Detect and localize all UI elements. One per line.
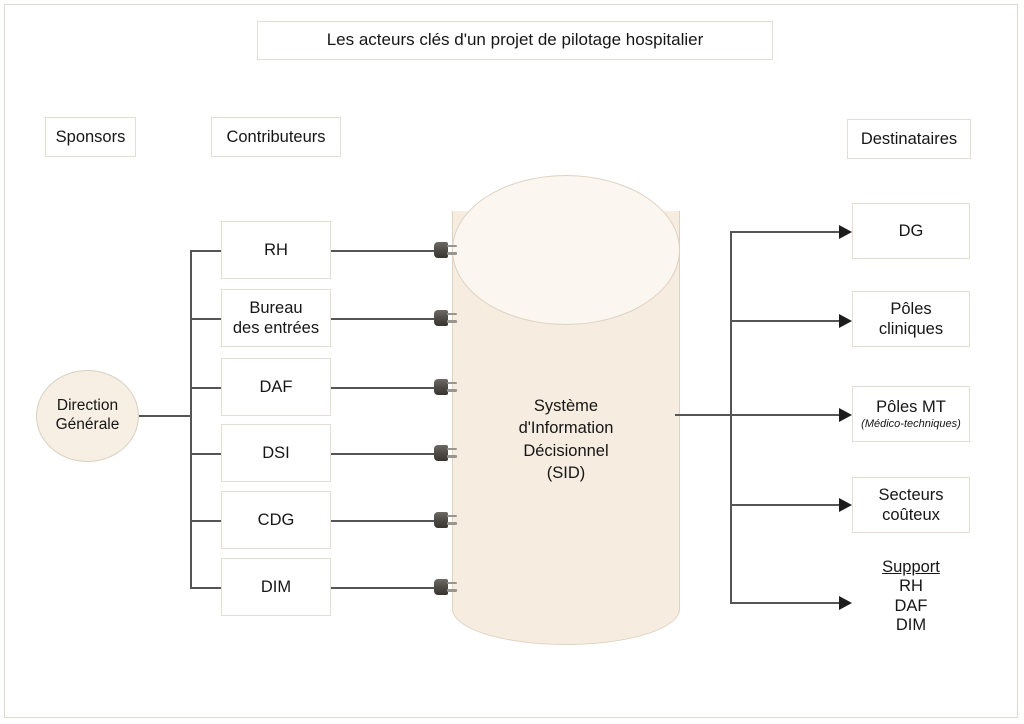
- plug-connector-icon-1: [434, 240, 457, 260]
- recipient-label-secteurs-line1: Secteurs: [878, 485, 944, 504]
- connector-trunk-to-poles-mt: [730, 414, 843, 416]
- connector-trunk-to-support: [730, 602, 843, 604]
- recipient-label-secteurs-line2: coûteux: [882, 506, 940, 524]
- recipient-box-dg[interactable]: DG: [852, 203, 970, 259]
- contributor-label-rh: RH: [264, 240, 288, 259]
- recipient-group-support[interactable]: Support RH DAF DIM: [852, 558, 970, 636]
- plug-connector-icon-4: [434, 443, 457, 463]
- connector-trunk-to-poles-cliniques: [730, 320, 843, 322]
- arrowhead-secteurs-couteux: [839, 498, 852, 512]
- connector-trunk-to-dg: [730, 231, 843, 233]
- recipient-sublabel-poles-mt: (Médico-techniques): [861, 417, 961, 430]
- connector-daf-to-sid: [331, 387, 437, 389]
- plug-connector-icon-2: [434, 308, 457, 328]
- connector-sponsor-to-trunk: [139, 415, 191, 417]
- contributor-label-dim: DIM: [260, 577, 292, 596]
- recipient-label-poles-cliniques-line1: Pôles: [890, 299, 932, 318]
- sid-label-line3: Décisionnel: [523, 441, 609, 460]
- recipient-label-poles-mt: Pôles MT: [876, 397, 946, 416]
- connector-right-trunk: [730, 231, 732, 603]
- column-header-sponsors: Sponsors: [45, 117, 136, 157]
- connector-trunk-to-bureau: [190, 318, 222, 320]
- sid-label-line1: Système: [533, 397, 599, 415]
- recipient-box-poles-cliniques[interactable]: Pôles cliniques: [852, 291, 970, 347]
- arrowhead-support: [839, 596, 852, 610]
- plug-connector-icon-6: [434, 577, 457, 597]
- connector-rh-to-sid: [331, 250, 437, 252]
- contributor-label-bureau-line1: Bureau: [249, 298, 303, 317]
- support-item-rh: RH: [899, 577, 923, 596]
- sponsor-direction-generale[interactable]: Direction Générale: [36, 370, 139, 462]
- sponsor-label-line2: Générale: [55, 416, 120, 433]
- contributor-label-daf: DAF: [259, 377, 293, 396]
- support-item-dim: DIM: [895, 616, 927, 635]
- contributor-box-dsi[interactable]: DSI: [221, 424, 331, 482]
- arrowhead-dg: [839, 225, 852, 239]
- column-header-destinataires: Destinataires: [847, 119, 971, 159]
- recipient-box-poles-mt[interactable]: Pôles MT (Médico-techniques): [852, 386, 970, 442]
- recipient-label-poles-cliniques-line2: cliniques: [878, 320, 944, 338]
- connector-trunk-to-rh: [190, 250, 222, 252]
- arrowhead-poles-cliniques: [839, 314, 852, 328]
- support-heading: Support: [882, 558, 940, 576]
- diagram-title: Les acteurs clés d'un projet de pilotage…: [257, 21, 773, 60]
- connector-trunk-to-dsi: [190, 453, 222, 455]
- column-header-contributeurs: Contributeurs: [211, 117, 341, 157]
- connector-trunk-to-daf: [190, 387, 222, 389]
- sid-label: Système d'Information Décisionnel (SID): [452, 395, 680, 484]
- connector-left-trunk: [190, 250, 192, 587]
- contributor-label-dsi: DSI: [262, 443, 290, 462]
- arrowhead-poles-mt: [839, 408, 852, 422]
- contributor-box-dim[interactable]: DIM: [221, 558, 331, 616]
- connector-sid-to-right-trunk: [675, 414, 732, 416]
- sid-cylinder[interactable]: Système d'Information Décisionnel (SID): [452, 175, 680, 645]
- cylinder-top-ellipse: [452, 175, 680, 325]
- sponsor-label-line1: Direction: [56, 397, 119, 415]
- contributor-label-bureau-line2: des entrées: [232, 319, 320, 337]
- connector-trunk-to-secteurs-couteux: [730, 504, 843, 506]
- plug-connector-icon-3: [434, 377, 457, 397]
- connector-dsi-to-sid: [331, 453, 437, 455]
- contributor-box-rh[interactable]: RH: [221, 221, 331, 279]
- support-item-daf: DAF: [894, 596, 928, 615]
- contributor-label-cdg: CDG: [257, 510, 295, 529]
- connector-cdg-to-sid: [331, 520, 437, 522]
- contributor-box-bureau-des-entrees[interactable]: Bureau des entrées: [221, 289, 331, 347]
- recipient-box-secteurs-couteux[interactable]: Secteurs coûteux: [852, 477, 970, 533]
- contributor-box-daf[interactable]: DAF: [221, 358, 331, 416]
- connector-trunk-to-dim: [190, 587, 222, 589]
- connector-trunk-to-cdg: [190, 520, 222, 522]
- sid-label-line4: (SID): [546, 463, 586, 482]
- connector-dim-to-sid: [331, 587, 437, 589]
- sid-label-line2: d'Information: [518, 419, 614, 438]
- plug-connector-icon-5: [434, 510, 457, 530]
- contributor-box-cdg[interactable]: CDG: [221, 491, 331, 549]
- recipient-label-dg: DG: [898, 221, 924, 240]
- connector-bureau-to-sid: [331, 318, 437, 320]
